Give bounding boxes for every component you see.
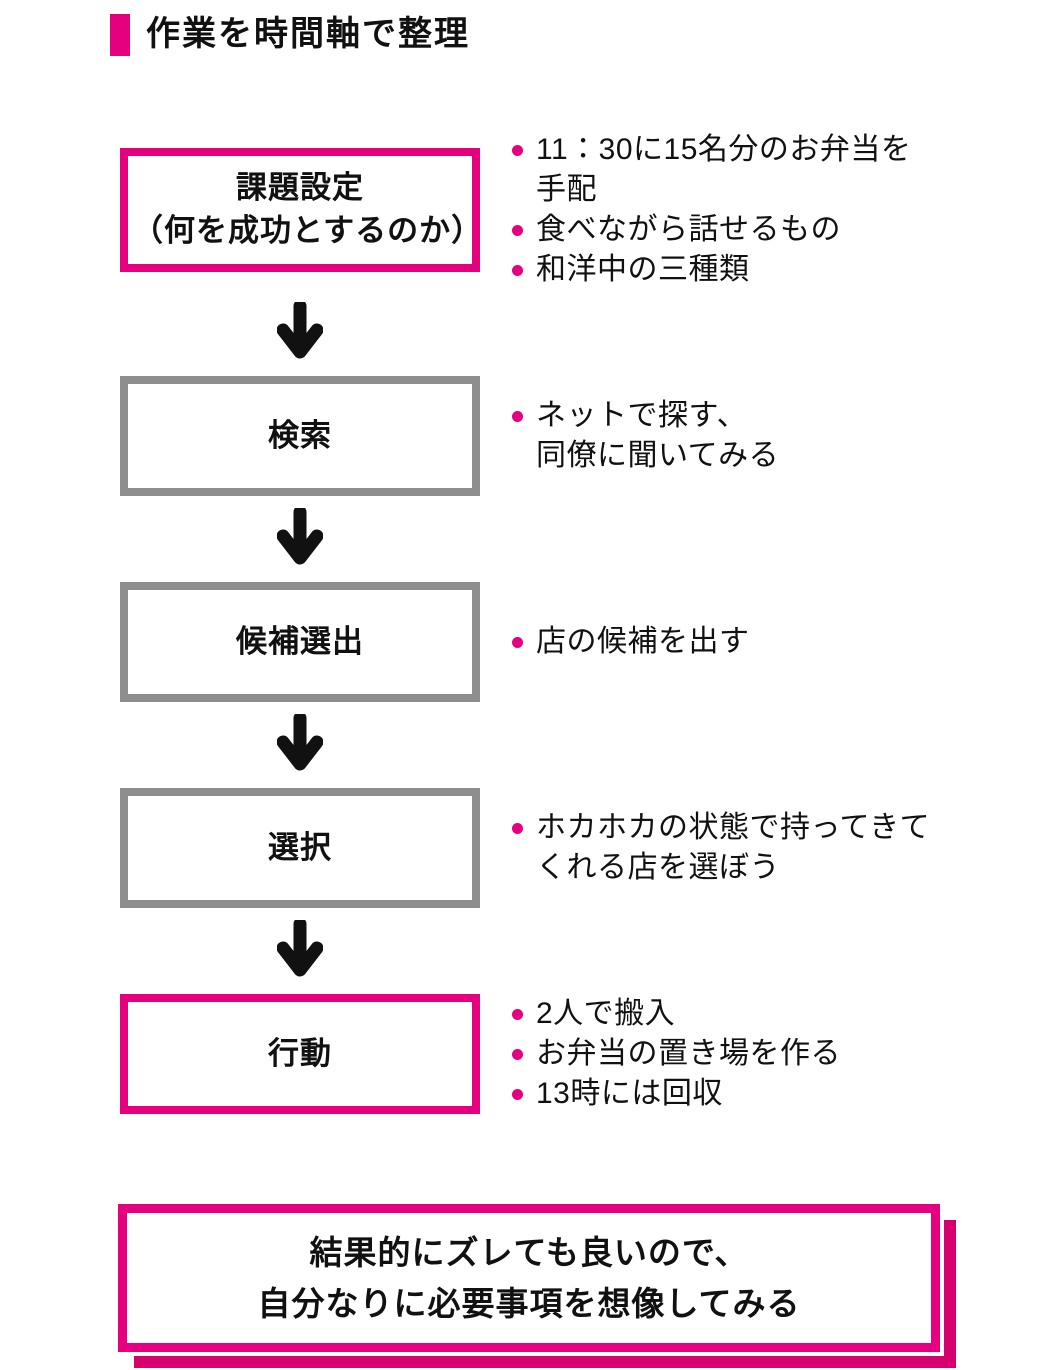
flow-arrow bbox=[120, 908, 480, 994]
flow-step-kodo: 行動 2人で搬入 お弁当の置き場を作る 13時には回収 bbox=[120, 994, 1060, 1114]
bullet-dot-icon bbox=[512, 411, 523, 422]
bullet-item: ネットで探す、 同僚に聞いてみる bbox=[512, 396, 779, 476]
arrow-down-icon bbox=[277, 714, 323, 771]
flow-step-kensaku: 検索 ネットで探す、 同僚に聞いてみる bbox=[120, 376, 1060, 496]
step-label: 選択 bbox=[268, 829, 332, 865]
bullet-item: 和洋中の三種類 bbox=[512, 250, 911, 290]
bullet-item: 11：30に15名分のお弁当を 手配 bbox=[512, 130, 911, 210]
bullet-text: 2人で搬入 bbox=[536, 997, 676, 1030]
bullet-item: 店の候補を出す bbox=[512, 622, 750, 662]
step-bullets: 2人で搬入 お弁当の置き場を作る 13時には回収 bbox=[512, 994, 841, 1114]
bullet-dot-icon bbox=[512, 225, 523, 236]
bullet-item: ホカホカの状態で持ってきて くれる店を選ぼう bbox=[512, 808, 930, 888]
step-bullets: 店の候補を出す bbox=[512, 622, 750, 662]
bullet-dot-icon bbox=[512, 1049, 523, 1060]
bullet-text: 11：30に15名分のお弁当を 手配 bbox=[536, 133, 912, 206]
step-box-kadai-settei: 課題設定 （何を成功とするのか） bbox=[120, 148, 484, 272]
bullet-text: 店の候補を出す bbox=[536, 625, 750, 658]
bullet-text: お弁当の置き場を作る bbox=[536, 1037, 841, 1070]
step-bullets: ホカホカの状態で持ってきて くれる店を選ぼう bbox=[512, 808, 930, 888]
bullet-dot-icon bbox=[512, 265, 523, 276]
section-header: 作業を時間軸で整理 bbox=[0, 0, 1060, 56]
conclusion-text: 結果的にズレても良いので、 自分なりに必要事項を想像してみる bbox=[257, 1234, 801, 1323]
bullet-text: 和洋中の三種類 bbox=[536, 253, 750, 286]
flow-arrow bbox=[120, 702, 480, 788]
conclusion-box: 結果的にズレても良いので、 自分なりに必要事項を想像してみる bbox=[118, 1204, 940, 1353]
flow-step-kadai-settei: 課題設定 （何を成功とするのか） 11：30に15名分のお弁当を 手配 食べなが… bbox=[120, 130, 1060, 290]
step-label: 候補選出 bbox=[236, 623, 364, 659]
flow-arrow bbox=[120, 496, 480, 582]
flow-step-koho-senshutsu: 候補選出 店の候補を出す bbox=[120, 582, 1060, 702]
bullet-dot-icon bbox=[512, 1009, 523, 1020]
bullet-dot-icon bbox=[512, 145, 523, 156]
step-box-sentaku: 選択 bbox=[120, 788, 480, 908]
flow-step-sentaku: 選択 ホカホカの状態で持ってきて くれる店を選ぼう bbox=[120, 788, 1060, 908]
page-title: 作業を時間軸で整理 bbox=[146, 15, 470, 54]
bullet-item: 食べながら話せるもの bbox=[512, 210, 911, 250]
step-label: 検索 bbox=[268, 417, 332, 453]
flowchart: 課題設定 （何を成功とするのか） 11：30に15名分のお弁当を 手配 食べなが… bbox=[0, 130, 1060, 1114]
bullet-text: 13時には回収 bbox=[536, 1077, 723, 1110]
step-bullets: ネットで探す、 同僚に聞いてみる bbox=[512, 396, 779, 476]
bullet-dot-icon bbox=[512, 1089, 523, 1100]
bullet-item: 13時には回収 bbox=[512, 1074, 841, 1114]
step-box-koho-senshutsu: 候補選出 bbox=[120, 582, 480, 702]
arrow-down-icon bbox=[277, 508, 323, 565]
step-label: 行動 bbox=[268, 1035, 332, 1071]
step-box-kensaku: 検索 bbox=[120, 376, 480, 496]
bullet-text: ネットで探す、 同僚に聞いてみる bbox=[536, 399, 780, 472]
arrow-down-icon bbox=[277, 302, 323, 359]
bullet-item: お弁当の置き場を作る bbox=[512, 1034, 841, 1074]
bullet-text: 食べながら話せるもの bbox=[536, 213, 841, 246]
bullet-item: 2人で搬入 bbox=[512, 994, 841, 1034]
bullet-dot-icon bbox=[512, 637, 523, 648]
flow-arrow bbox=[120, 290, 480, 376]
step-box-kodo: 行動 bbox=[120, 994, 480, 1114]
step-label: 課題設定 （何を成功とするのか） bbox=[132, 170, 484, 248]
bullet-text: ホカホカの状態で持ってきて くれる店を選ぼう bbox=[536, 811, 931, 884]
bullet-dot-icon bbox=[512, 823, 523, 834]
accent-bar bbox=[110, 14, 130, 56]
step-bullets: 11：30に15名分のお弁当を 手配 食べながら話せるもの 和洋中の三種類 bbox=[512, 130, 911, 290]
arrow-down-icon bbox=[277, 920, 323, 977]
